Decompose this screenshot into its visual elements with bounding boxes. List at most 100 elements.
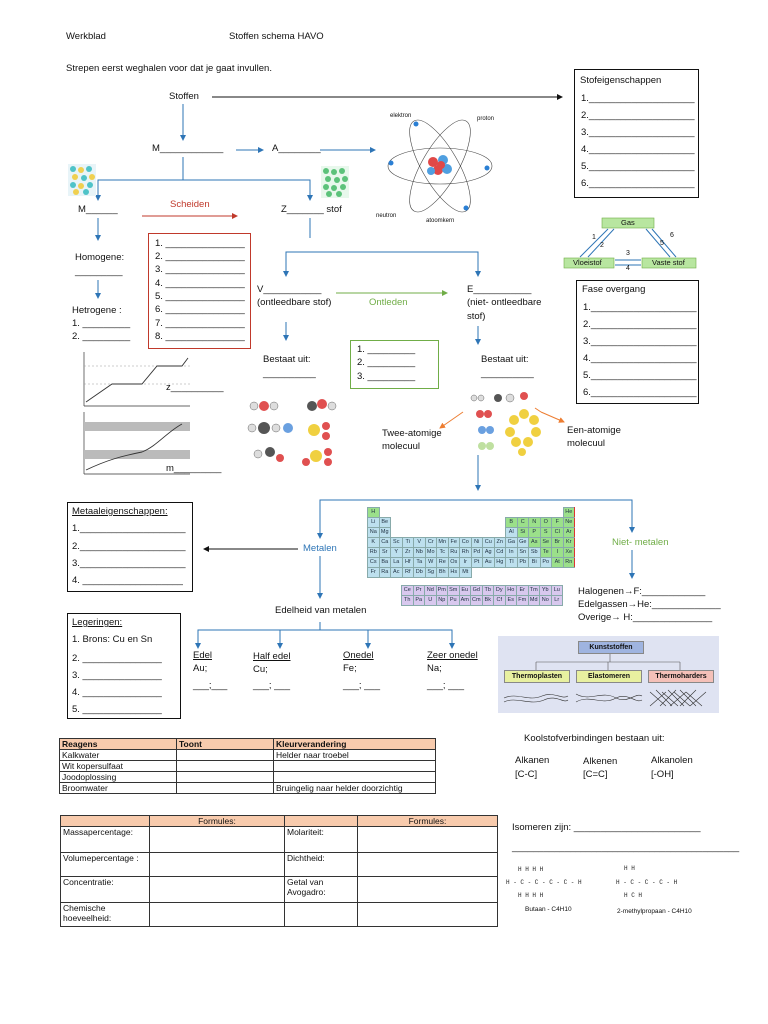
- formule-blank[interactable]: [149, 826, 285, 853]
- element-cell: Md: [527, 595, 540, 606]
- elektron-label: elektron: [390, 113, 412, 119]
- fase-vloeistof: Vloeistof: [573, 258, 602, 267]
- fase-num-3: 3: [626, 250, 630, 257]
- formule-blank[interactable]: [149, 902, 285, 927]
- atom-illustration: [387, 119, 493, 213]
- stofeigenschap-5: 5.____________________: [581, 161, 695, 172]
- e-subtitle-2: stof): [467, 311, 486, 322]
- element-cell: Kr: [562, 537, 575, 548]
- formules-header-2: Formules:: [357, 815, 498, 827]
- element-cell: Sb: [528, 547, 541, 558]
- v-blank: V___________: [257, 284, 322, 295]
- koolstof-title: Koolstofverbindingen bestaan uit:: [524, 733, 665, 744]
- element-cell: Yb: [539, 585, 552, 596]
- stofeigenschap-1: 1.____________________: [581, 93, 695, 104]
- element-cell: He: [562, 507, 575, 518]
- table-row: Kalkwater Helder naar troebel: [59, 749, 436, 761]
- element-cell: Np: [435, 595, 448, 606]
- element-cell: Ar: [562, 527, 575, 538]
- legering-2: 2. _______________: [72, 653, 162, 664]
- fase-overgang-box: Fase overgang 1.____________________ 2._…: [576, 280, 699, 404]
- table-row: Wit kopersulfaat: [59, 760, 436, 772]
- element-cell: Db: [413, 567, 426, 578]
- alkenen-bond: [C=C]: [583, 769, 608, 780]
- element-cell: Nb: [413, 547, 426, 558]
- element-cell: Rb: [367, 547, 380, 558]
- element-cell: Co: [459, 537, 472, 548]
- formule-label: Molariteit:: [284, 826, 358, 853]
- element-cell: Nd: [424, 585, 437, 596]
- toont-cell: [176, 782, 274, 794]
- reagens-cell: Broomwater: [59, 782, 177, 794]
- element-cell: Lr: [550, 595, 563, 606]
- element-cell: At: [551, 557, 564, 568]
- formule-blank[interactable]: [149, 852, 285, 877]
- ontleden-item-2: 2. _________: [357, 357, 416, 368]
- element-cell: H: [367, 507, 380, 518]
- hetrogene-label: Hetrogene :: [72, 305, 122, 316]
- formule-blank[interactable]: [357, 826, 498, 853]
- formule-blank[interactable]: [357, 902, 498, 927]
- element-cell: Pm: [435, 585, 448, 596]
- ontleden-item-1: 1. _________: [357, 344, 416, 355]
- fase-num-6: 6: [670, 232, 674, 239]
- element-cell: Pu: [447, 595, 460, 606]
- stofeigenschappen-box: Stofeigenschappen 1.____________________…: [574, 69, 699, 198]
- element-cell: Eu: [458, 585, 471, 596]
- homogene-blank: _________: [75, 266, 123, 277]
- toont-header: Toont: [176, 738, 274, 750]
- svg-text:H - C - C - C - C - H: H - C - C - C - C - H: [506, 879, 582, 886]
- formule-blank[interactable]: [357, 876, 498, 903]
- element-cell: Li: [367, 517, 380, 528]
- fase-overgang-title: Fase overgang: [582, 284, 646, 295]
- v-subtitle: (ontleedbare stof): [257, 297, 332, 308]
- bestaat-uit-blank-2: __________: [481, 368, 534, 379]
- element-cell: Br: [551, 537, 564, 548]
- element-cell: Hs: [447, 567, 460, 578]
- formule-blank[interactable]: [357, 852, 498, 877]
- svg-text:H C H: H C H: [624, 892, 642, 899]
- metaaleigenschappen-box: Metaaleigenschappen: 1._________________…: [67, 502, 193, 592]
- element-cell: Ag: [482, 547, 495, 558]
- worksheet-label: Werkblad: [66, 31, 106, 42]
- bestaat-uit-label-1: Bestaat uit:: [263, 354, 311, 365]
- element-cell: N: [528, 517, 541, 528]
- element-cell: Bi: [528, 557, 541, 568]
- formules-header-1: Formules:: [149, 815, 285, 827]
- element-cell: Pt: [470, 557, 483, 568]
- element-cell: Sn: [516, 547, 529, 558]
- fase-num-2: 2: [600, 242, 604, 249]
- element-molecules-illustration: [470, 392, 541, 456]
- onedel-header: Onedel: [343, 650, 374, 661]
- element-cell: Tb: [481, 585, 494, 596]
- kleur-cell: Bruingelig naar helder doorzichtig: [273, 782, 436, 794]
- fase-item-6: 6.____________________: [583, 387, 697, 398]
- fase-num-5: 5: [660, 240, 664, 247]
- element-cell: Tl: [505, 557, 518, 568]
- element-cell: Cf: [493, 595, 506, 606]
- halogenen-line: Halogenen→F:____________: [578, 586, 706, 597]
- edelheid-title: Edelheid van metalen: [275, 605, 367, 616]
- zeer-onedel-example: Na;: [427, 663, 442, 674]
- element-cell: Mo: [424, 547, 437, 558]
- element-cell: Am: [458, 595, 471, 606]
- stofeigenschap-4: 4.____________________: [581, 144, 695, 155]
- element-cell: Sr: [378, 547, 391, 558]
- formule-blank[interactable]: [149, 876, 285, 903]
- alkanen-label: Alkanen: [515, 755, 550, 766]
- alkanolen-label: Alkanolen: [651, 755, 693, 766]
- legering-4: 4. _______________: [72, 687, 162, 698]
- table-row: Massapercentage: Molariteit:: [60, 826, 498, 853]
- onedel-blank: ___; ___: [343, 680, 380, 691]
- formule-label: Chemische hoeveelheid:: [60, 902, 150, 927]
- edel-blank: ___;___: [193, 680, 228, 691]
- stofeigenschap-2: 2.____________________: [581, 110, 695, 121]
- element-cell: Ir: [459, 557, 472, 568]
- stofeigenschap-3: 3.____________________: [581, 127, 695, 138]
- e-blank: E___________: [467, 284, 532, 295]
- alkanen-bond: [C-C]: [515, 769, 538, 780]
- element-cell: Bk: [481, 595, 494, 606]
- formule-label: Getal van Avogadro:: [284, 876, 358, 903]
